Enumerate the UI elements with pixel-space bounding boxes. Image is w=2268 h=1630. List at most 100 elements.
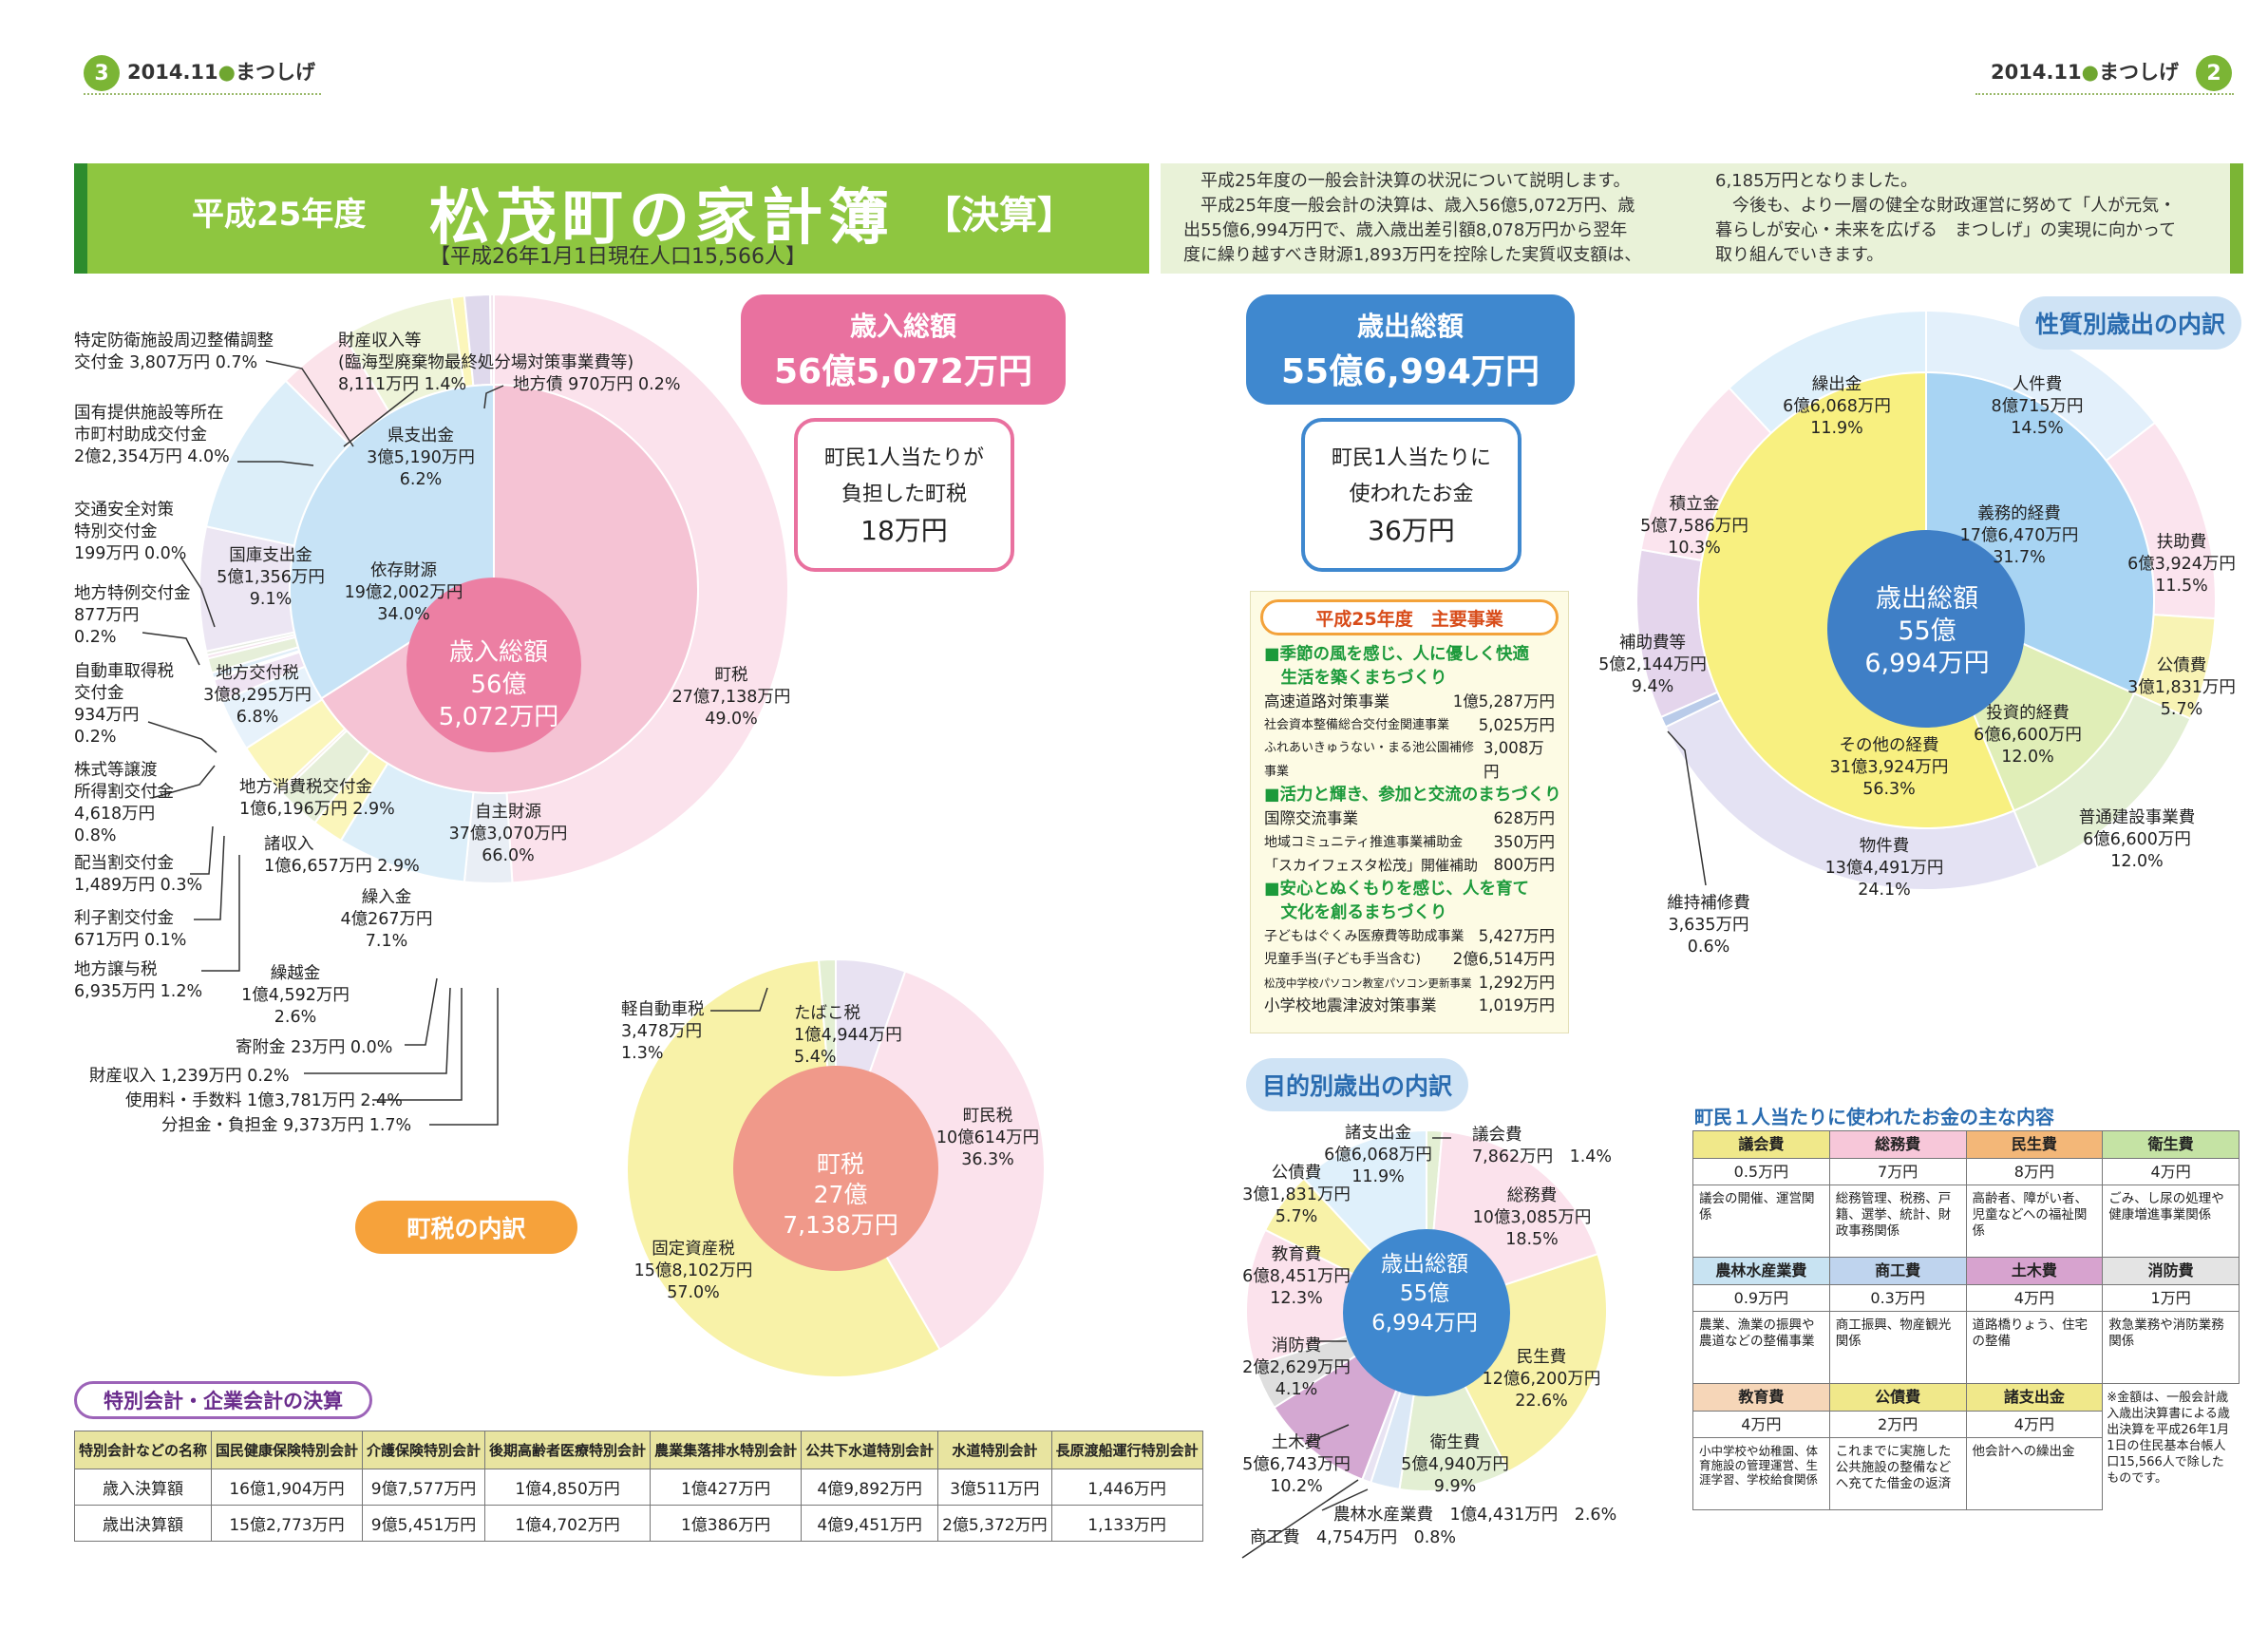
project-group-title: ■安心とぬくもりを感じ、人を育て xyxy=(1264,879,1530,899)
leader-agri xyxy=(1321,1488,1369,1511)
leader-civil xyxy=(1304,1424,1350,1445)
leader-light-car xyxy=(710,987,768,1012)
leader-maintenance xyxy=(1667,730,1707,886)
leader-contribution xyxy=(429,988,499,1126)
population-note: 【平成26年1月1日現在人口15,566人】 xyxy=(429,245,806,269)
page-number-right: 2 xyxy=(2196,55,2232,91)
title-bar: 平成25年度 松茂町の家計簿 【決算】 【平成26年1月1日現在人口15,566… xyxy=(74,163,1149,274)
header-left: 2014.11●まつしげ xyxy=(127,61,315,84)
revenue-center xyxy=(406,578,581,752)
callout-fees: 使用料・手数料 1億3,781万円 2.4% xyxy=(125,1091,403,1110)
leader-interest xyxy=(194,835,225,920)
leader-fees xyxy=(372,988,463,1101)
callout-defense: 特定防衛施設周辺整備調整交付金 3,807万円 0.7% xyxy=(74,332,274,372)
main-projects-box: 平成25年度 主要事業 ■季節の風を感じ、人に優しく快適 生活を築くまちづくり … xyxy=(1250,591,1569,1033)
purpose-breakdown-tag: 目的別歳出の内訳 xyxy=(1246,1058,1468,1111)
project-group-title: 文化を創るまちづくり xyxy=(1264,902,1447,922)
leader-property xyxy=(343,390,415,447)
intro-col-1: 平成25年度の一般会計決算の状況について説明します。平成25年度一般会計の決算は… xyxy=(1183,171,1642,265)
revenue-total-pill: 歳入総額 56億5,072万円 xyxy=(741,294,1066,405)
callout-property-income: 財産収入 1,239万円 0.2% xyxy=(89,1067,290,1086)
callout-bond: 地方債 970万円 0.2% xyxy=(513,375,681,394)
special-accounts-table: 特別会計などの名称国民健康保険特別会計介護保険特別会計後期高齢者医療特別会計農業… xyxy=(73,1431,1203,1542)
table-header: 水道特別会計 xyxy=(937,1431,1052,1469)
table-header: 国民健康保険特別会計 xyxy=(211,1431,364,1469)
purpose-center xyxy=(1343,1229,1510,1396)
leader-special-grant xyxy=(142,632,200,666)
table-header: 後期高齢者医療特別会計 xyxy=(484,1431,652,1469)
label-commerce: 商工費 4,754万円 0.8% xyxy=(1250,1528,1457,1547)
header-divider-left xyxy=(84,93,321,95)
callout-contribution: 分担金・負担金 9,373万円 1.7% xyxy=(161,1116,412,1135)
title-year: 平成25年度 xyxy=(192,196,367,234)
leader-donation xyxy=(405,977,438,1046)
leader-defense xyxy=(265,360,354,447)
leader-car-tax xyxy=(147,721,217,753)
leader-stock xyxy=(151,765,216,799)
callout-property: 財産収入等(臨海型廃棄物最終処分場対策事業費等)8,111万円 1.4% xyxy=(338,332,634,394)
nature-breakdown-tag: 性質別歳出の内訳 xyxy=(2019,296,2241,350)
list-item: 児童手当(子ども手当含む)2億6,514万円 xyxy=(1264,950,1555,968)
callout-donation: 寄附金 23万円 0.0% xyxy=(236,1038,393,1057)
table-header-row: 特別会計などの名称国民健康保険特別会計介護保険特別会計後期高齢者医療特別会計農業… xyxy=(73,1431,1203,1469)
leader-national-facility xyxy=(237,461,314,466)
main-projects-header: 平成25年度 主要事業 xyxy=(1260,599,1559,635)
intro-box: 平成25年度の一般会計決算の状況について説明します。平成25年度一般会計の決算は… xyxy=(1161,163,2243,274)
leader-traffic xyxy=(180,556,216,628)
label-agri: 農林水産業費 1億4,431万円 2.6% xyxy=(1333,1506,1617,1525)
leader-commerce xyxy=(1241,1479,1359,1559)
nature-center xyxy=(1827,530,2025,728)
special-accounts-tag: 特別会計・企業会計の決算 xyxy=(74,1381,372,1419)
leader-bond xyxy=(483,385,504,409)
table-header: 農業集落排水特別会計 xyxy=(650,1431,803,1469)
title-suffix: 【決算】 xyxy=(923,194,1075,237)
header-right: 2014.11●まつしげ xyxy=(1991,61,2179,84)
leader-transfer-tax xyxy=(201,855,240,972)
